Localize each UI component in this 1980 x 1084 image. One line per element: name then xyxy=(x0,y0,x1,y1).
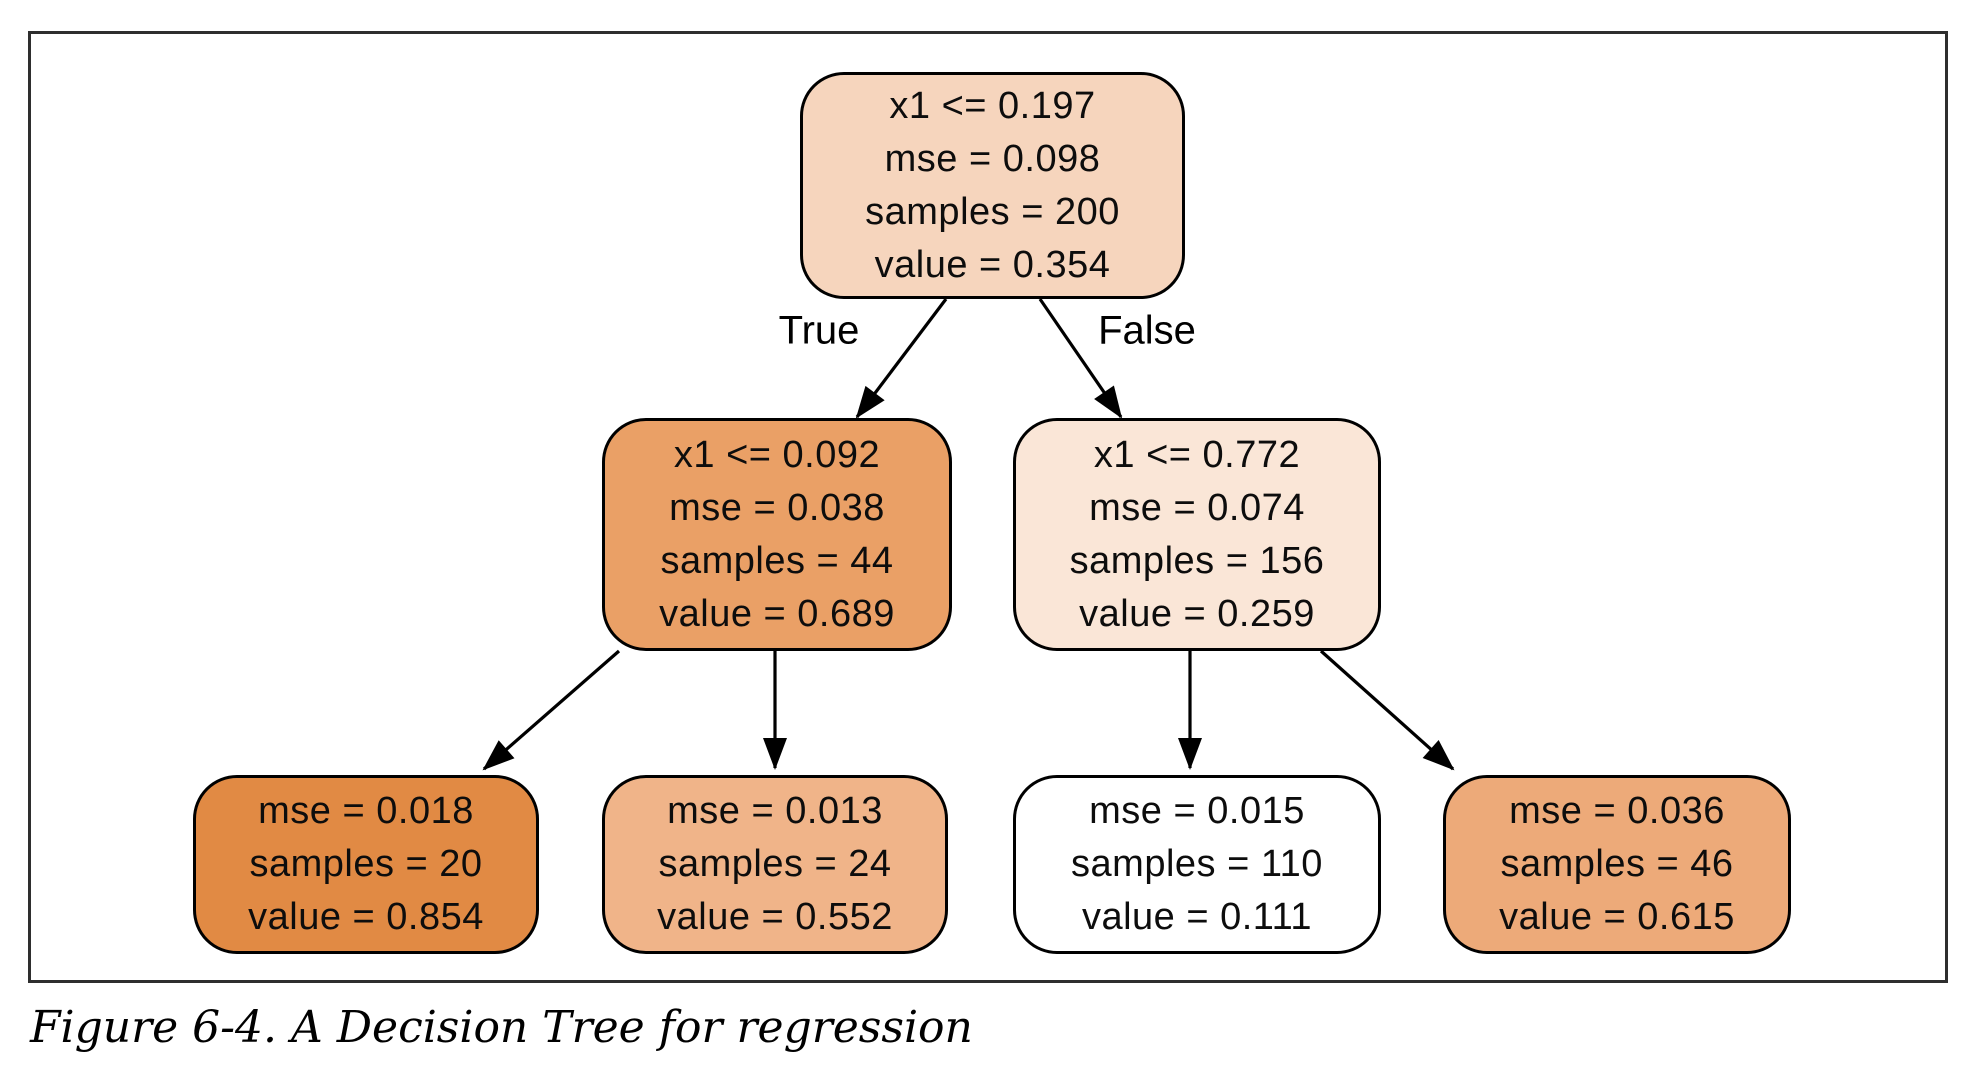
node-mse: mse = 0.098 xyxy=(884,137,1101,180)
node-value: value = 0.111 xyxy=(1081,896,1313,938)
tree-node-left-child: x1 <= 0.092 mse = 0.038 samples = 44 val… xyxy=(602,418,952,651)
tree-node-leaf-3: mse = 0.015 samples = 110 value = 0.111 xyxy=(1013,775,1381,954)
node-samples: samples = 20 xyxy=(249,843,483,885)
node-samples: samples = 110 xyxy=(1071,843,1323,885)
node-samples: samples = 46 xyxy=(1500,843,1734,885)
node-mse: mse = 0.018 xyxy=(258,790,474,832)
node-value: value = 0.354 xyxy=(874,243,1111,286)
edge-label-true: True xyxy=(778,308,860,353)
node-split-condition: x1 <= 0.197 xyxy=(889,84,1096,127)
node-samples: samples = 156 xyxy=(1069,539,1325,582)
node-mse: mse = 0.015 xyxy=(1089,790,1305,832)
node-value: value = 0.259 xyxy=(1079,592,1315,635)
tree-node-leaf-1: mse = 0.018 samples = 20 value = 0.854 xyxy=(193,775,539,954)
node-samples: samples = 200 xyxy=(865,190,1120,233)
node-samples: samples = 44 xyxy=(660,539,894,582)
node-value: value = 0.552 xyxy=(657,896,893,938)
tree-node-root: x1 <= 0.197 mse = 0.098 samples = 200 va… xyxy=(800,72,1185,299)
node-samples: samples = 24 xyxy=(658,843,892,885)
node-split-condition: x1 <= 0.772 xyxy=(1093,433,1301,476)
node-mse: mse = 0.074 xyxy=(1089,486,1305,529)
tree-node-leaf-2: mse = 0.013 samples = 24 value = 0.552 xyxy=(602,775,948,954)
node-value: value = 0.689 xyxy=(659,592,895,635)
edge-label-false: False xyxy=(1098,308,1196,353)
node-mse: mse = 0.038 xyxy=(669,486,885,529)
tree-node-right-child: x1 <= 0.772 mse = 0.074 samples = 156 va… xyxy=(1013,418,1381,651)
node-mse: mse = 0.036 xyxy=(1509,790,1725,832)
node-split-condition: x1 <= 0.092 xyxy=(673,433,881,476)
tree-node-leaf-4: mse = 0.036 samples = 46 value = 0.615 xyxy=(1443,775,1791,954)
node-mse: mse = 0.013 xyxy=(667,790,883,832)
figure-caption: Figure 6-4. A Decision Tree for regressi… xyxy=(30,1002,973,1053)
node-value: value = 0.615 xyxy=(1499,896,1735,938)
node-value: value = 0.854 xyxy=(248,896,484,938)
